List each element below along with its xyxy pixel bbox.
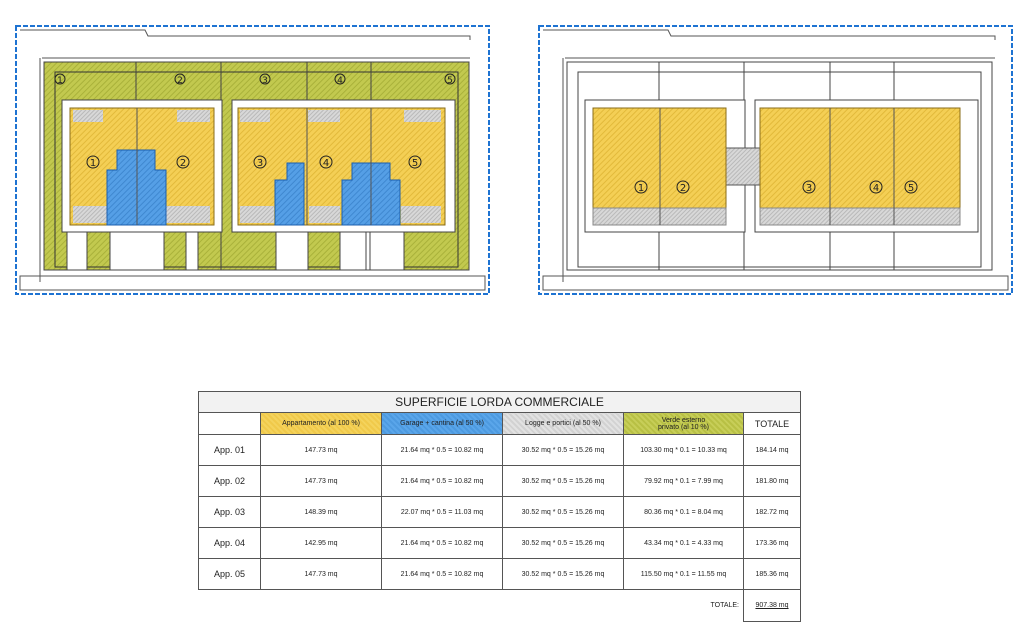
cell-appartamento: 147.73 mq — [260, 465, 382, 497]
cell-logge: 30.52 mq * 0.5 = 15.26 mq — [502, 434, 624, 466]
unit-number: 5 — [908, 183, 914, 194]
unit-number: 2 — [680, 183, 686, 194]
connecting-bridge — [725, 147, 761, 186]
unit-number: 1 — [638, 183, 644, 194]
lot-number: 5 — [447, 76, 453, 86]
lot-number: 4 — [337, 76, 343, 86]
cell-appartamento: 142.95 mq — [260, 527, 382, 559]
unit-number: 3 — [257, 158, 263, 169]
unit-number: 2 — [180, 158, 186, 169]
surface-table: SUPERFICIE LORDA COMMERCIALE Appartament… — [198, 391, 801, 622]
cell-app: App. 01 — [198, 434, 261, 466]
cell-totale: 182.72 mq — [743, 496, 801, 528]
cell-appartamento: 147.73 mq — [260, 558, 382, 590]
house-block-2 — [237, 107, 446, 226]
unit-number: 3 — [806, 183, 812, 194]
lot-number: 1 — [57, 76, 63, 86]
header-logge: Logge e portici (al 50 %) — [502, 412, 624, 435]
unit-number: 4 — [873, 183, 879, 194]
table-title: SUPERFICIE LORDA COMMERCIALE — [198, 391, 801, 413]
cell-app: App. 02 — [198, 465, 261, 497]
cell-totale: 184.14 mq — [743, 434, 801, 466]
cell-garage: 21.64 mq * 0.5 = 10.82 mq — [381, 465, 503, 497]
cell-garage: 21.64 mq * 0.5 = 10.82 mq — [381, 558, 503, 590]
cell-app: App. 03 — [198, 496, 261, 528]
driveways — [66, 231, 405, 271]
cell-logge: 30.52 mq * 0.5 = 15.26 mq — [502, 558, 624, 590]
cell-verde: 43.34 mq * 0.1 = 4.33 mq — [623, 527, 744, 559]
cell-appartamento: 148.39 mq — [260, 496, 382, 528]
cell-verde: 103.30 mq * 0.1 = 10.33 mq — [623, 434, 744, 466]
cell-totale: 173.36 mq — [743, 527, 801, 559]
header-appartamento: Appartamento (al 100 %) — [260, 412, 382, 435]
cell-garage: 21.64 mq * 0.5 = 10.82 mq — [381, 527, 503, 559]
house-block-2-upper — [759, 107, 961, 226]
cell-totale: 181.80 mq — [743, 465, 801, 497]
cell-app: App. 04 — [198, 527, 261, 559]
cell-verde: 115.50 mq * 0.1 = 11.55 mq — [623, 558, 744, 590]
unit-number: 4 — [323, 158, 329, 169]
cell-verde: 79.92 mq * 0.1 = 7.99 mq — [623, 465, 744, 497]
house-block-1 — [69, 107, 215, 226]
site-plans: 1 2 3 4 5 1 2 3 4 5 — [15, 25, 1013, 295]
lot-number: 3 — [262, 76, 268, 86]
cell-logge: 30.52 mq * 0.5 = 15.26 mq — [502, 465, 624, 497]
header-totale: TOTALE — [743, 412, 801, 435]
header-garage: Garage + cantina (al 50 %) — [381, 412, 503, 435]
cell-garage: 22.07 mq * 0.5 = 11.03 mq — [381, 496, 503, 528]
cell-verde: 80.36 mq * 0.1 = 8.04 mq — [623, 496, 744, 528]
cell-logge: 30.52 mq * 0.5 = 15.26 mq — [502, 496, 624, 528]
cell-totale: 185.36 mq — [743, 558, 801, 590]
garage-area — [274, 162, 305, 226]
lot-number: 2 — [177, 76, 183, 86]
table-header: Appartamento (al 100 %) Garage + cantina… — [198, 412, 801, 435]
grand-total-label: TOTALE: — [710, 602, 739, 610]
lot-number-labels — [54, 73, 456, 169]
unit-number: 5 — [412, 158, 418, 169]
cell-app: App. 05 — [198, 558, 261, 590]
left-site-plan: 1 2 3 4 5 1 2 3 4 5 — [15, 25, 490, 295]
cell-appartamento: 147.73 mq — [260, 434, 382, 466]
cell-logge: 30.52 mq * 0.5 = 15.26 mq — [502, 527, 624, 559]
unit-number: 1 — [90, 158, 96, 169]
header-verde: Verde esterno privato (al 10 %) — [623, 412, 744, 435]
right-site-plan: 1 2 3 4 5 — [538, 25, 1013, 295]
cell-garage: 21.64 mq * 0.5 = 10.82 mq — [381, 434, 503, 466]
house-block-1-upper — [592, 107, 727, 226]
grand-total-value: 907.38 mq — [743, 589, 801, 622]
